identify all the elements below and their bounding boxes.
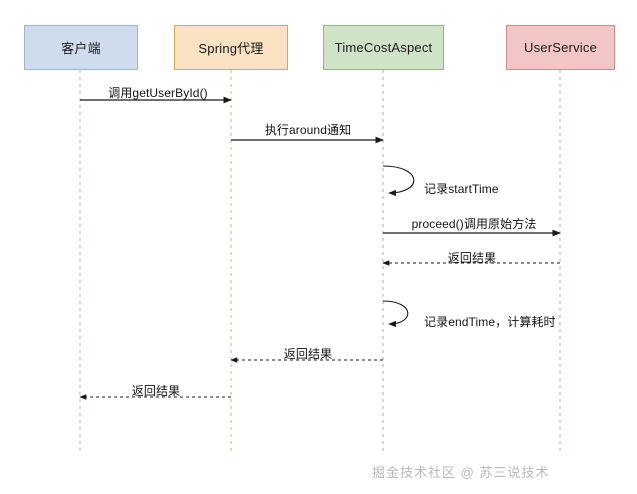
message-arrows-layer xyxy=(79,96,561,400)
message-label-m1: 调用getUserById() xyxy=(108,86,208,100)
self-message-arrow-m6 xyxy=(382,300,409,328)
message-label-m7: 返回结果 xyxy=(283,347,333,361)
participant-spring-proxy: Spring代理 xyxy=(174,25,288,70)
message-label-m5: 返回结果 xyxy=(447,251,497,265)
participant-label: 客户端 xyxy=(61,41,101,56)
participant-time-cost-aspect: TimeCostAspect xyxy=(323,25,444,70)
participant-user-service: UserService xyxy=(506,25,615,70)
participant-label: TimeCostAspect xyxy=(334,40,433,55)
participant-label: UserService xyxy=(524,40,597,55)
participant-client: 客户端 xyxy=(24,25,138,70)
message-label-m3: 记录startTime xyxy=(424,182,499,196)
self-message-arrow-m3 xyxy=(382,165,415,197)
message-label-m8: 返回结果 xyxy=(131,384,181,398)
message-label-m6: 记录endTime，计算耗时 xyxy=(424,315,556,329)
message-label-m4: proceed()调用原始方法 xyxy=(411,217,537,231)
participant-label: Spring代理 xyxy=(198,41,264,56)
watermark: 掘金技术社区 @ 苏三说技术 xyxy=(372,465,550,480)
message-label-m2: 执行around通知 xyxy=(264,123,352,137)
lifelines-layer xyxy=(79,70,561,455)
